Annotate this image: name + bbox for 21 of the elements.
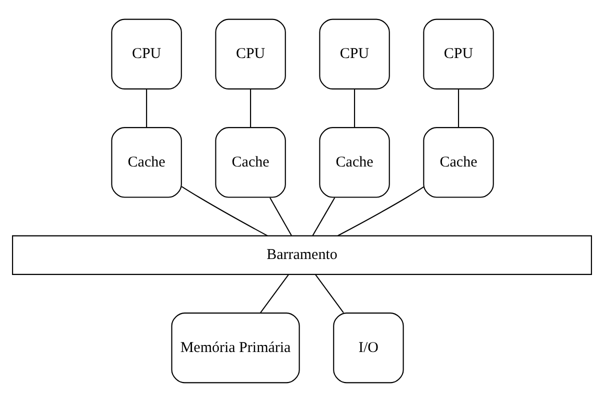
connector: [250, 88, 252, 127]
connector: [315, 274, 344, 313]
connector: [181, 186, 268, 236]
connector: [146, 88, 148, 127]
node-box: CPU: [215, 18, 286, 89]
node-box: CPU: [111, 18, 182, 89]
connector: [338, 186, 424, 236]
node-box: CPU: [319, 18, 390, 89]
node-box: Cache: [215, 126, 286, 198]
node-box: Barramento: [12, 234, 592, 274]
node-box: Cache: [423, 126, 494, 198]
node-box: Cache: [319, 126, 390, 198]
connector: [354, 88, 356, 127]
node-box: Memória Primária: [171, 312, 300, 383]
node-box: Cache: [111, 126, 182, 198]
connector: [458, 88, 460, 127]
node-box: CPU: [423, 18, 494, 89]
connector: [312, 196, 336, 236]
connector: [260, 274, 289, 313]
connector: [270, 196, 292, 236]
node-box: I/O: [333, 312, 404, 383]
